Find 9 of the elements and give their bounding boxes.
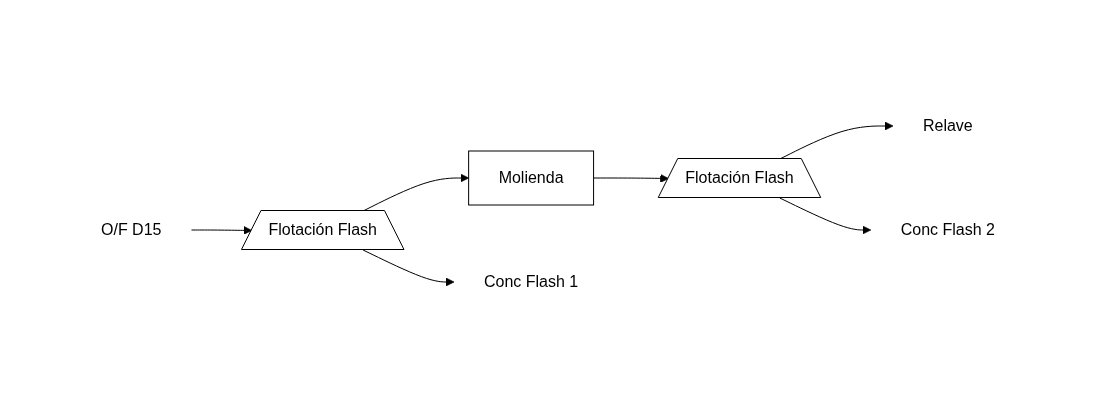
node-text: Conc Flash 1 — [483, 272, 579, 290]
arrow — [362, 249, 455, 286]
arrow — [190, 225, 253, 235]
node-box: Molienda — [468, 150, 595, 205]
node-text: Relave — [922, 116, 973, 134]
arrow — [779, 197, 872, 234]
node-text: O/F D15 — [101, 220, 162, 238]
arrow — [593, 173, 669, 183]
node-text: Conc Flash 2 — [900, 220, 995, 238]
